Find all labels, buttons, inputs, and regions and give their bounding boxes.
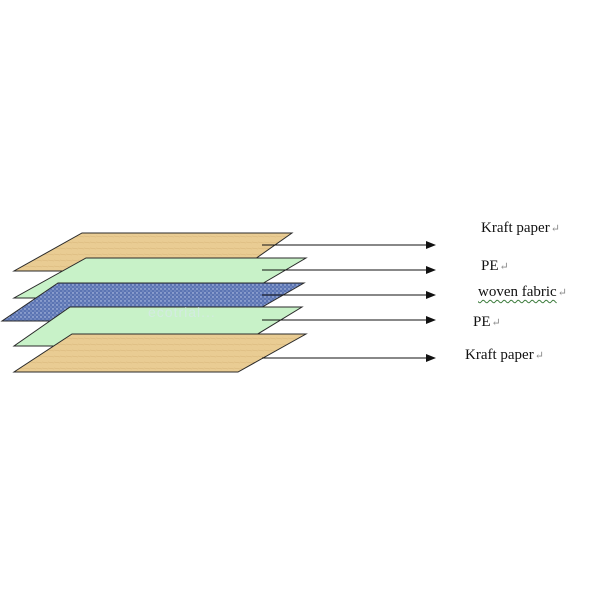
label-pe-bottom: PE↵ bbox=[473, 315, 501, 330]
label-text: PE bbox=[481, 258, 499, 274]
layer-sheets bbox=[0, 232, 308, 373]
label-kraft-bottom: Kraft paper↵ bbox=[465, 348, 544, 363]
arrowhead-icon bbox=[426, 241, 436, 249]
arrow-pe-bottom bbox=[262, 316, 436, 324]
arrow-kraft-top bbox=[262, 241, 436, 249]
arrow-kraft-bottom bbox=[262, 354, 436, 362]
arrowhead-icon bbox=[426, 354, 436, 362]
paragraph-mark-icon: ↵ bbox=[491, 317, 501, 329]
watermark-text: ecotrial... bbox=[148, 304, 216, 320]
arrow-pe-top bbox=[262, 266, 436, 274]
label-woven: woven fabric↵ bbox=[478, 285, 567, 300]
label-text: Kraft paper bbox=[465, 347, 534, 363]
kraft-paper-layer bbox=[12, 333, 308, 373]
label-text: woven fabric bbox=[478, 284, 557, 300]
layer-arrows bbox=[262, 241, 436, 362]
label-text: Kraft paper bbox=[481, 220, 550, 236]
label-kraft-top: Kraft paper↵ bbox=[481, 221, 560, 236]
label-pe-top: PE↵ bbox=[481, 259, 509, 274]
arrowhead-icon bbox=[426, 316, 436, 324]
paragraph-mark-icon: ↵ bbox=[499, 261, 509, 273]
arrowhead-icon bbox=[426, 266, 436, 274]
paragraph-mark-icon: ↵ bbox=[557, 287, 567, 299]
paragraph-mark-icon: ↵ bbox=[534, 350, 544, 362]
paragraph-mark-icon: ↵ bbox=[550, 223, 560, 235]
arrowhead-icon bbox=[426, 291, 436, 299]
arrow-woven bbox=[262, 291, 436, 299]
label-text: PE bbox=[473, 314, 491, 330]
